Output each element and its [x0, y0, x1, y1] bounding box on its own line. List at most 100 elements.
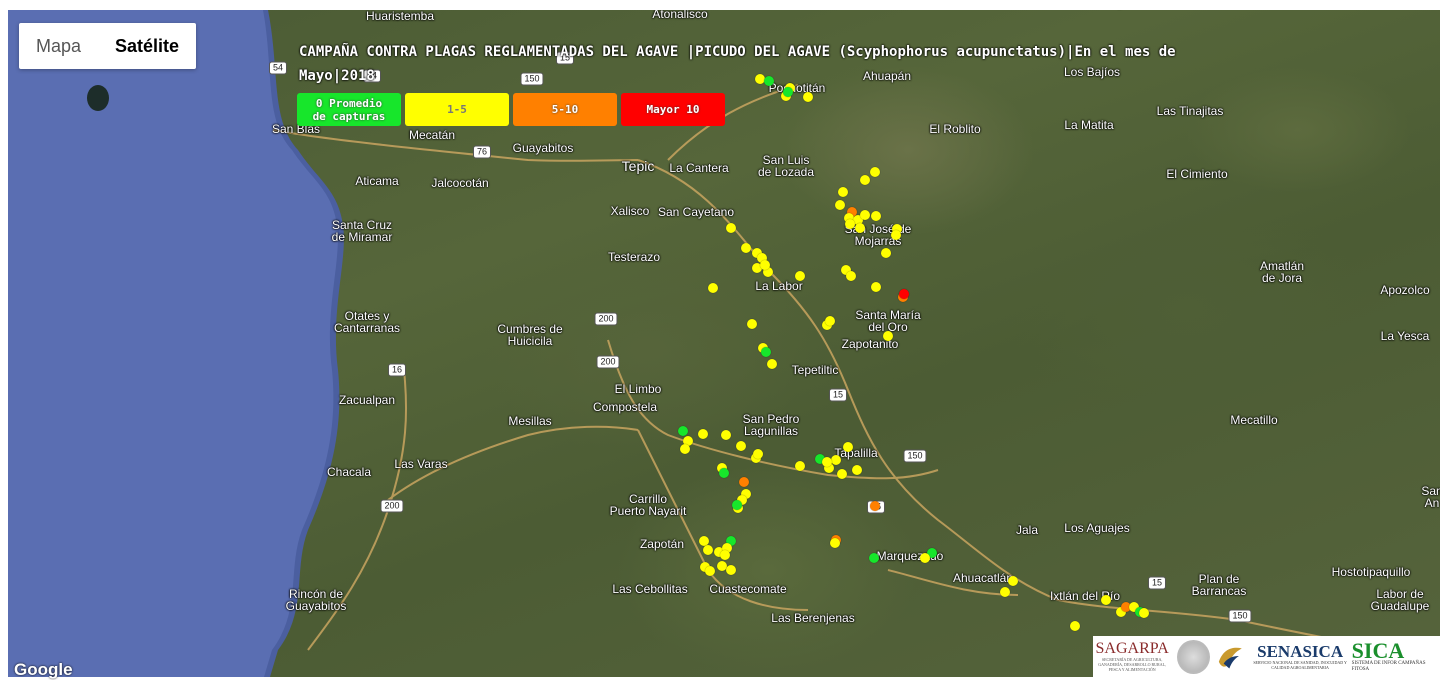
trap-marker[interactable] [871, 211, 881, 221]
trap-marker[interactable] [680, 444, 690, 454]
trap-marker[interactable] [760, 260, 770, 270]
trap-marker[interactable] [753, 449, 763, 459]
trap-marker[interactable] [698, 429, 708, 439]
trap-marker[interactable] [683, 436, 693, 446]
trap-marker[interactable] [764, 76, 774, 86]
trap-marker[interactable] [703, 545, 713, 555]
senasica-bird-icon [1218, 647, 1242, 668]
trap-marker[interactable] [1070, 621, 1080, 631]
trap-marker[interactable] [871, 282, 881, 292]
trap-marker[interactable] [899, 289, 909, 299]
map-button[interactable]: Mapa [36, 36, 82, 56]
trap-marker[interactable] [795, 461, 805, 471]
trap-marker[interactable] [838, 187, 848, 197]
place-label: Rincón de Guayabitos [285, 587, 347, 613]
place-label: Las Berenjenas [771, 611, 855, 625]
senasica-name: SENASICA [1257, 641, 1344, 661]
trap-marker[interactable] [736, 441, 746, 451]
trap-marker[interactable] [837, 469, 847, 479]
trap-marker[interactable] [721, 430, 731, 440]
trap-marker[interactable] [752, 248, 762, 258]
trap-marker[interactable] [726, 223, 736, 233]
place-label: Otates y Cantarranas [333, 309, 401, 335]
trap-marker[interactable] [845, 219, 855, 229]
trap-marker[interactable] [881, 248, 891, 258]
trap-marker[interactable] [767, 359, 777, 369]
trap-marker[interactable] [699, 536, 709, 546]
trap-marker[interactable] [844, 213, 854, 223]
trap-marker[interactable] [752, 263, 762, 273]
trap-marker[interactable] [830, 538, 840, 548]
trap-marker[interactable] [855, 223, 865, 233]
trap-marker[interactable] [795, 271, 805, 281]
trap-marker[interactable] [892, 224, 902, 234]
trap-marker[interactable] [678, 426, 688, 436]
highway-shield: 16 [387, 363, 407, 377]
senasica-subtitle: SERVICIO NACIONAL DE SANIDAD, INOCUIDAD … [1253, 659, 1347, 670]
trap-marker[interactable] [841, 265, 851, 275]
trap-marker[interactable] [705, 566, 715, 576]
trap-marker[interactable] [835, 200, 845, 210]
trap-marker[interactable] [920, 553, 930, 563]
trap-marker[interactable] [846, 271, 856, 281]
sagarpa-logo: SAGARPA SECRETARÍA DE AGRICULTURA, GANAD… [1093, 641, 1171, 673]
trap-marker[interactable] [815, 454, 825, 464]
trap-marker[interactable] [732, 500, 742, 510]
trap-marker[interactable] [1121, 602, 1131, 612]
trap-marker[interactable] [783, 87, 793, 97]
trap-marker[interactable] [741, 489, 751, 499]
trap-marker[interactable] [1116, 607, 1126, 617]
trap-marker[interactable] [847, 207, 857, 217]
trap-marker[interactable] [825, 316, 835, 326]
trap-marker[interactable] [1008, 576, 1018, 586]
google-logo[interactable]: Google [14, 660, 73, 679]
trap-marker[interactable] [1101, 595, 1111, 605]
place-label: Los Aguajes [1064, 521, 1130, 535]
trap-marker[interactable] [860, 175, 870, 185]
trap-marker[interactable] [737, 495, 747, 505]
place-label: Las Cebollitas [612, 582, 688, 596]
trap-marker[interactable] [747, 319, 757, 329]
trap-marker[interactable] [1000, 587, 1010, 597]
trap-marker[interactable] [726, 565, 736, 575]
trap-marker[interactable] [708, 283, 718, 293]
place-label: Huaristemba [365, 10, 435, 23]
trap-marker[interactable] [755, 74, 765, 84]
trap-marker[interactable] [891, 230, 901, 240]
trap-marker[interactable] [741, 243, 751, 253]
trap-marker[interactable] [719, 468, 729, 478]
trap-marker[interactable] [870, 501, 880, 511]
trap-marker[interactable] [870, 167, 880, 177]
trap-marker[interactable] [763, 267, 773, 277]
trap-marker[interactable] [726, 536, 736, 546]
trap-marker[interactable] [803, 92, 813, 102]
trap-marker[interactable] [739, 477, 749, 487]
trap-marker[interactable] [883, 331, 893, 341]
trap-marker[interactable] [720, 550, 730, 560]
place-label: San An [1421, 484, 1440, 510]
trap-marker[interactable] [757, 253, 767, 263]
place-label: Mecatán [408, 128, 456, 142]
highway-shield: 200 [594, 312, 618, 326]
trap-marker[interactable] [843, 442, 853, 452]
trap-marker[interactable] [714, 547, 724, 557]
trap-marker[interactable] [831, 455, 841, 465]
satellite-button[interactable]: Satélite [115, 36, 180, 56]
trap-marker[interactable] [824, 463, 834, 473]
trap-marker[interactable] [869, 553, 879, 563]
trap-marker[interactable] [717, 561, 727, 571]
trap-marker[interactable] [927, 548, 937, 558]
place-label: El Cimiento [1166, 167, 1228, 181]
trap-marker[interactable] [761, 347, 771, 357]
trap-marker[interactable] [822, 457, 832, 467]
place-label: Xalisco [610, 204, 650, 218]
trap-marker[interactable] [860, 210, 870, 220]
trap-marker[interactable] [1129, 602, 1139, 612]
highway-shield: 150 [1228, 609, 1252, 623]
trap-marker[interactable] [1139, 608, 1149, 618]
trap-marker[interactable] [852, 465, 862, 475]
highway-shield: 200 [596, 355, 620, 369]
trap-marker[interactable] [722, 543, 732, 553]
place-label: Hostotipaquillo [1331, 565, 1411, 579]
trap-marker[interactable] [853, 215, 863, 225]
